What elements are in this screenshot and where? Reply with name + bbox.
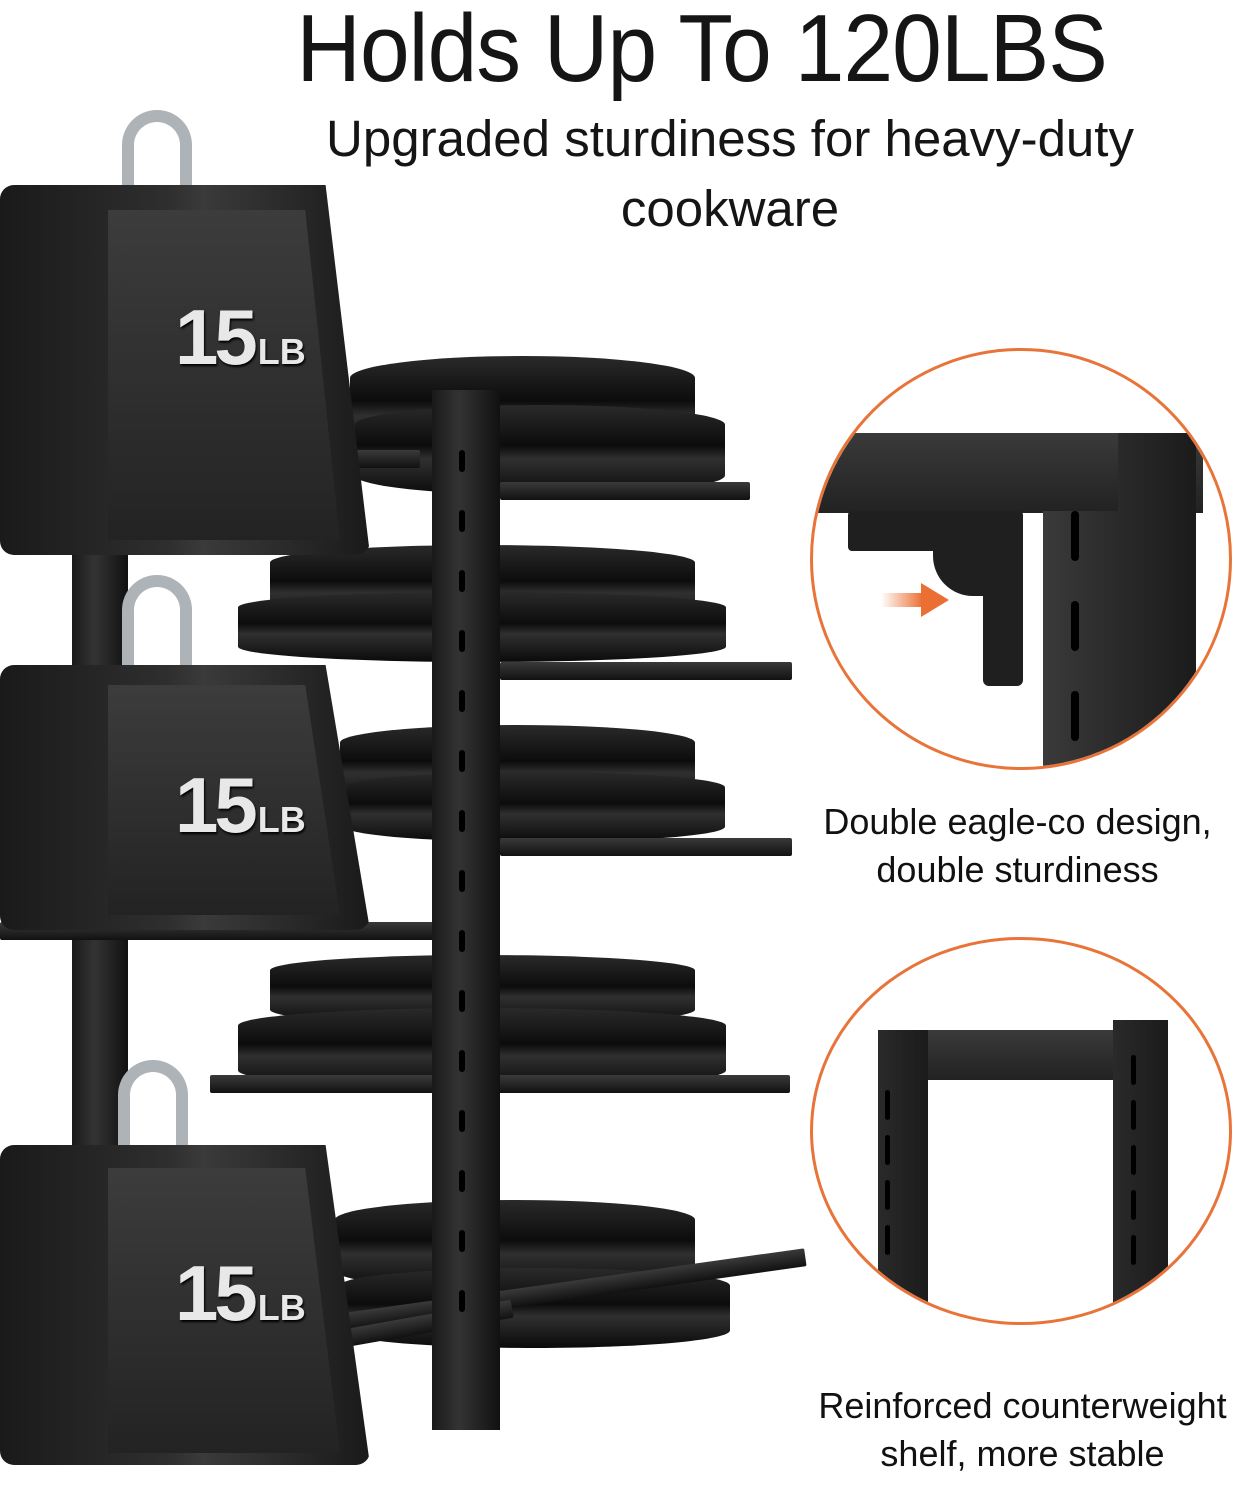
pan-plate — [345, 772, 725, 842]
rack-shelf — [500, 662, 792, 680]
subtitle-line-2: cookware — [620, 180, 840, 237]
rack-shelf — [210, 1075, 790, 1093]
shackle-icon — [118, 1060, 188, 1150]
rack-post-front — [432, 390, 500, 1430]
arrow-right-icon — [881, 583, 951, 617]
callout-frame-caption: Reinforced counterweight shelf, more sta… — [818, 1385, 1227, 1474]
headline-title: Holds Up To 120LBS — [296, 0, 1107, 102]
subtitle-line-1: Upgraded sturdiness for heavy-duty — [326, 110, 1134, 167]
headline-subtitle: Upgraded sturdiness for heavy-duty cookw… — [225, 104, 1235, 244]
callout-frame-detail — [810, 937, 1232, 1325]
shackle-icon — [122, 575, 192, 665]
callout-hook-detail — [810, 348, 1232, 770]
callout-hook-caption: Double eagle-co design, double sturdines… — [823, 801, 1212, 890]
rack-shelf — [500, 482, 750, 500]
rack-shelf — [500, 838, 792, 856]
